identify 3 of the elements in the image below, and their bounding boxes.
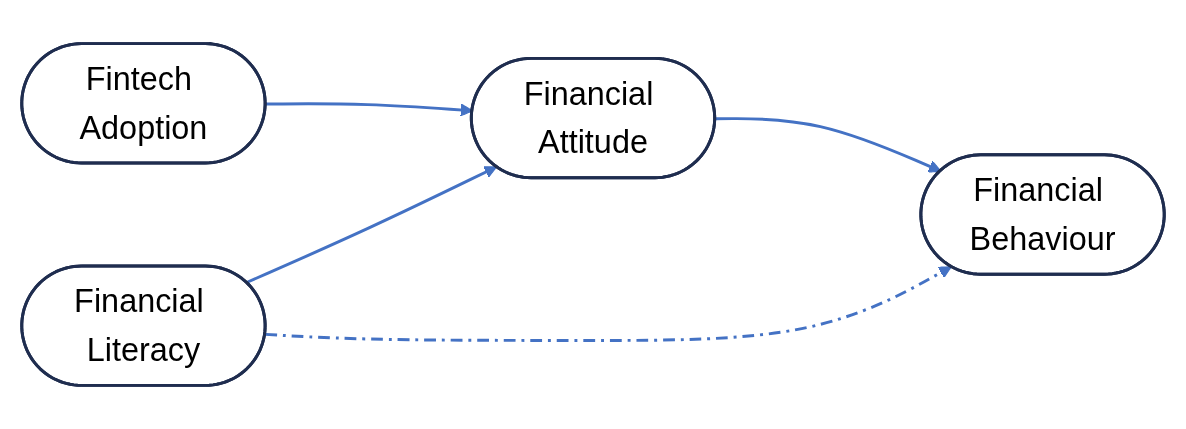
arrow xyxy=(715,117,942,173)
arrow xyxy=(245,166,498,284)
arrow xyxy=(265,266,952,342)
